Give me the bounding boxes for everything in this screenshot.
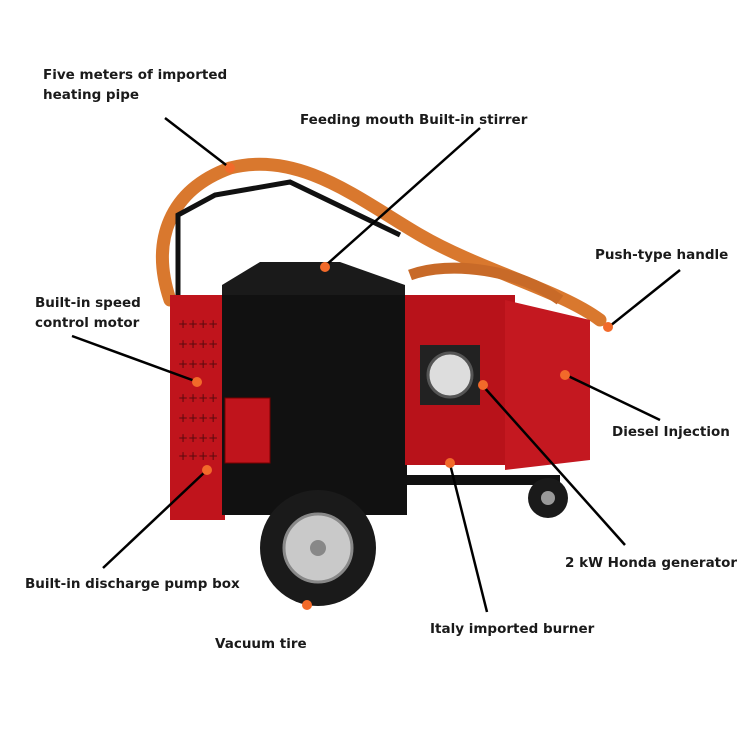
- svg-text:++++: ++++: [178, 431, 218, 445]
- tank-lid: [222, 262, 405, 300]
- base-frame: [230, 475, 560, 485]
- label-tire: Vacuum tire: [215, 636, 307, 652]
- label-diesel-injection: Diesel Injection: [612, 424, 730, 440]
- diesel-tank: [505, 300, 590, 470]
- svg-text:++++: ++++: [178, 411, 218, 425]
- label-speed-motor-line1: Built-in speed: [35, 295, 141, 311]
- leader-lines: [71, 117, 681, 613]
- generator-fan: [426, 351, 474, 399]
- label-generator: 2 kW Honda generator: [565, 555, 738, 571]
- svg-text:++++: ++++: [178, 391, 218, 405]
- caster-wheel: [528, 478, 568, 518]
- svg-text:++++: ++++: [178, 357, 218, 371]
- label-feeding-mouth: Feeding mouth Built-in stirrer: [300, 112, 528, 128]
- panel-vent-pattern: ++++ ++++ ++++ ++++ ++++ ++++ ++++: [178, 317, 218, 463]
- handle-frame: [175, 179, 402, 300]
- marker-dots: [192, 163, 613, 610]
- label-pump-box: Built-in discharge pump box: [25, 576, 240, 592]
- vacuum-tire: [260, 490, 376, 606]
- control-box: [224, 397, 271, 464]
- label-speed-motor: Built-in speed control motor: [35, 293, 141, 333]
- label-push-handle: Push-type handle: [595, 247, 729, 263]
- label-heating-pipe-line1: Five meters of imported: [43, 67, 228, 83]
- heating-pipe-inner: [408, 262, 564, 305]
- label-heating-pipe-line2: heating pipe: [43, 87, 140, 103]
- label-heating-pipe: Five meters of imported heating pipe: [43, 65, 227, 105]
- label-speed-motor-line2: control motor: [35, 315, 140, 331]
- svg-text:++++: ++++: [178, 449, 218, 463]
- label-burner: Italy imported burner: [430, 621, 595, 637]
- pump-box-panel: [170, 295, 225, 520]
- svg-text:++++: ++++: [178, 337, 218, 351]
- svg-text:++++: ++++: [178, 317, 218, 331]
